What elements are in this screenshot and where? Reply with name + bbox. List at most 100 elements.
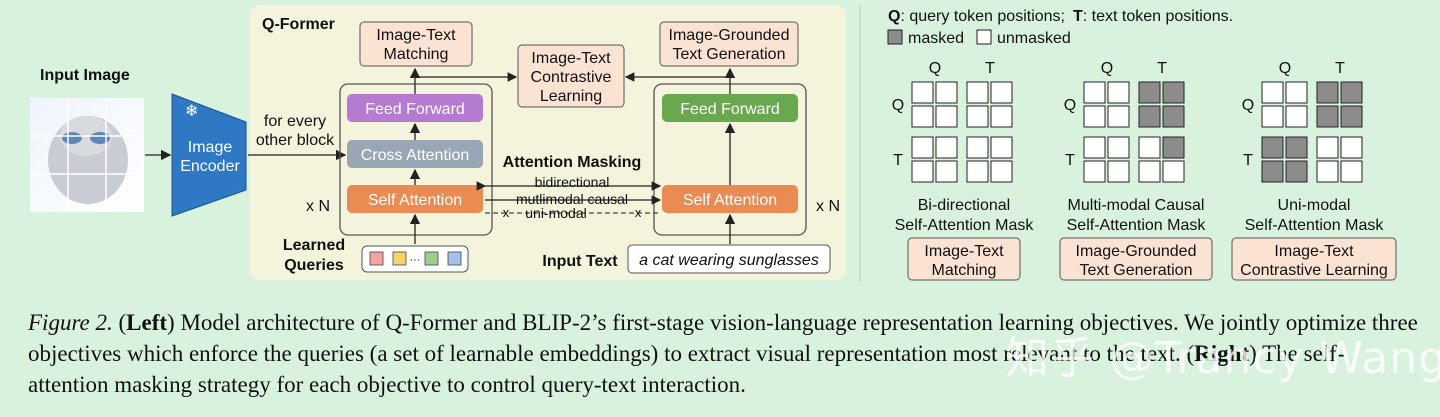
mask-cell-unmasked <box>1107 105 1130 128</box>
mask-row-t: T <box>1065 152 1075 169</box>
mask-title-1: Multi-modal Causal <box>1068 197 1205 214</box>
mask-cell-unmasked <box>966 105 989 128</box>
input-text-value: a cat wearing sunglasses <box>639 252 819 269</box>
masked-swatch <box>887 29 903 45</box>
mask-cell-unmasked <box>1083 136 1106 159</box>
mask-cell-masked <box>1162 81 1185 104</box>
itg-box <box>659 21 799 67</box>
mask-cell-masked <box>1340 105 1363 128</box>
mask-objective-2: Matching <box>932 262 997 279</box>
mask-row-q: Q <box>892 97 904 114</box>
caption-right-text: ) The self-attention masking strategy fo… <box>28 341 1345 397</box>
mask-objective-1: Image-Text <box>924 243 1004 260</box>
image-encoder: ❄ Image Encoder <box>171 93 247 217</box>
figure-label: Figure 2. <box>28 310 113 335</box>
self-attention-left <box>347 185 483 213</box>
mask-cell-unmasked <box>1340 136 1363 159</box>
mask-objective-2: Contrastive Learning <box>1240 262 1388 279</box>
mask-row-t: T <box>1243 152 1253 169</box>
unmasked-swatch <box>976 29 992 45</box>
watermark: 知乎 @Trancy Wang <box>1005 333 1440 384</box>
legend-t: T <box>1073 8 1083 25</box>
mask-cell-unmasked <box>911 136 934 159</box>
self-attention-left-label: Self Attention <box>368 192 462 209</box>
itc-label-2: Contrastive <box>531 69 612 86</box>
mask-cell-unmasked <box>1162 160 1185 183</box>
mask-row-q: Q <box>1064 97 1076 114</box>
mask-cell-masked <box>1340 81 1363 104</box>
mask-objective-box <box>1059 237 1213 281</box>
itc-label-1: Image-Text <box>531 50 611 67</box>
snowflake-icon: ❄ <box>185 103 198 120</box>
itc-label-3: Learning <box>540 88 602 105</box>
itm-box <box>359 21 473 67</box>
mask-cell-unmasked <box>1107 81 1130 104</box>
mask-cell-unmasked <box>1261 105 1284 128</box>
mask-cell-unmasked <box>911 81 934 104</box>
caption-left-word: Left <box>126 310 168 335</box>
mask-cell-unmasked <box>966 136 989 159</box>
encoder-label-1: Image <box>188 139 233 156</box>
itm-label-1: Image-Text <box>376 27 456 44</box>
mask-title-1: Bi-directional <box>918 197 1010 214</box>
mask-col-q: Q <box>1279 60 1291 77</box>
mask-cell-unmasked <box>911 160 934 183</box>
mask-objective-1: Image-Grounded <box>1076 243 1197 260</box>
learned-queries-label-2: Queries <box>284 257 344 274</box>
feed-forward-right-label: Feed Forward <box>680 101 780 118</box>
mask-objective-2: Text Generation <box>1080 262 1193 279</box>
block-mark-right: x <box>635 205 642 220</box>
input-image-label: Input Image <box>40 67 130 84</box>
mask-cell-unmasked <box>966 160 989 183</box>
mask-col-t: T <box>985 60 995 77</box>
mask-cell-unmasked <box>1083 81 1106 104</box>
mask-cell-unmasked <box>935 81 958 104</box>
caption-left-text: ) Model architecture of Q-Former and BLI… <box>28 310 1418 366</box>
attention-masking-title: Attention Masking <box>503 154 642 171</box>
mask-cell-masked <box>1162 105 1185 128</box>
mask-title-2: Self-Attention Mask <box>895 217 1035 234</box>
xn-left: x N <box>306 198 330 215</box>
xn-right: x N <box>816 198 840 215</box>
mask-cell-masked <box>1285 136 1308 159</box>
mask-cell-unmasked <box>1083 160 1106 183</box>
query-tokens <box>369 251 462 266</box>
legend-q: Q <box>888 8 900 25</box>
itm-label-2: Matching <box>384 46 449 63</box>
multimodal-causal-label: mutlimodal causal <box>516 191 628 207</box>
learned-queries-label-1: Learned <box>283 237 345 254</box>
mask-title-2: Self-Attention Mask <box>1067 217 1207 234</box>
mask-cell-unmasked <box>990 160 1013 183</box>
mask-cell-masked <box>1316 81 1339 104</box>
self-attention-right-label: Self Attention <box>683 192 777 209</box>
mask-cell-unmasked <box>1083 105 1106 128</box>
mask-objective-1: Image-Text <box>1274 243 1354 260</box>
mask-col-t: T <box>1157 60 1167 77</box>
mask-cell-unmasked <box>990 105 1013 128</box>
mask-title-1: Uni-modal <box>1278 197 1351 214</box>
legend-unmasked: unmasked <box>997 30 1071 47</box>
query-dots: ··· <box>410 254 421 266</box>
legend-masked: masked <box>908 30 964 47</box>
mask-cell-unmasked <box>935 136 958 159</box>
mask-cell-unmasked <box>1340 160 1363 183</box>
mask-cell-masked <box>1138 105 1161 128</box>
mask-col-q: Q <box>929 60 941 77</box>
mask-cell-unmasked <box>935 105 958 128</box>
mask-col-t: T <box>1335 60 1345 77</box>
legend-t-desc: : text token positions. <box>1083 8 1233 25</box>
mask-cell-unmasked <box>1285 81 1308 104</box>
legend-q-desc: : query token positions; <box>900 8 1065 25</box>
caption-right-word: Right <box>1194 341 1250 366</box>
mask-cell-masked <box>1316 105 1339 128</box>
mask-cell-unmasked <box>1316 160 1339 183</box>
input-text-box <box>627 244 831 274</box>
mask-cell-unmasked <box>1138 136 1161 159</box>
mask-cell-masked <box>1138 81 1161 104</box>
mask-objective-box <box>1231 237 1397 281</box>
mask-row-q: Q <box>1242 97 1254 114</box>
legend-line-1: Q: query token positions; T: text token p… <box>888 8 1233 25</box>
feed-forward-right <box>662 94 798 122</box>
query-token <box>424 251 439 266</box>
